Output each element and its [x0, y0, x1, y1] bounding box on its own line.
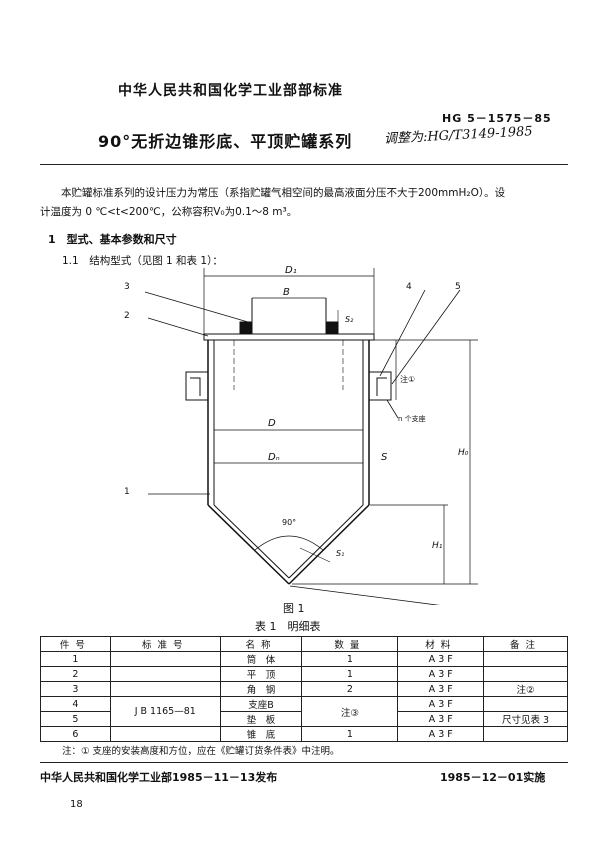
label-B: B [283, 287, 290, 298]
header-part-no: 件号 [40, 636, 111, 652]
header-material: 材料 [397, 636, 485, 652]
label-D: D [268, 418, 276, 429]
cell-part-no: 3 [40, 681, 111, 697]
parts-table: 件号 标准号 名称 数量 材料 备注 1 筒 体 1 A 3 F 2 平 顶 1… [40, 636, 568, 742]
header-standard-no: 标准号 [109, 636, 221, 652]
label-Dn: Dₙ [268, 452, 280, 463]
callout-1: 1 [124, 487, 130, 497]
table-caption: 表 1 明细表 [255, 620, 321, 633]
cell-part-no: 2 [40, 666, 111, 682]
callout-5: 5 [455, 282, 461, 292]
cell-quantity: 2 [301, 681, 399, 697]
cell-standard-no: J B 1165—81 [109, 696, 221, 727]
standard-code: HG 5－1575－85 [442, 112, 552, 125]
label-S1: S₁ [336, 549, 344, 558]
issuing-authority: 中华人民共和国化学工业部部标准 [118, 83, 343, 99]
cell-material: A 3 F [397, 666, 485, 682]
label-S: S [381, 452, 388, 463]
table-row: 5 垫 板 A 3 F 尺寸见表 3 [40, 711, 568, 727]
table-header-row: 件号 标准号 名称 数量 材料 备注 [40, 636, 568, 652]
issue-date: 中华人民共和国化学工业部1985－11－13发布 [40, 771, 278, 784]
figure-caption: 图 1 [283, 602, 305, 615]
table-row: 2 平 顶 1 A 3 F [40, 666, 568, 682]
callout-4: 4 [406, 282, 412, 292]
cell-remark [483, 666, 568, 682]
cell-quantity: 1 [301, 651, 399, 667]
cell-part-no: 1 [40, 651, 111, 667]
footer-divider [40, 762, 568, 763]
footnote: 注：① 支座的安装高度和方位，应在《贮罐订货条件表》中注明。 [62, 746, 340, 757]
label-S2: S₂ [345, 315, 354, 324]
cell-quantity: 注③ [301, 696, 399, 727]
document-title: 90°无折边锥形底、平顶贮罐系列 [98, 132, 353, 151]
label-n-supports: n 个支座 [398, 414, 426, 423]
cell-quantity: 1 [301, 726, 399, 742]
cell-material: A 3 F [397, 711, 485, 727]
cell-remark [483, 726, 568, 742]
cell-remark [483, 651, 568, 667]
header-quantity: 数量 [301, 636, 399, 652]
label-H1: H₁ [432, 541, 443, 551]
table-row: 3 角 钢 2 A 3 F 注② [40, 681, 568, 697]
header-divider [40, 164, 568, 165]
header-name: 名称 [219, 636, 303, 652]
cell-material: A 3 F [397, 681, 485, 697]
section-heading-1: 1 型式、基本参数和尺寸 [48, 233, 177, 246]
table-row: 4 J B 1165—81 支座B 注③ A 3 F [40, 696, 568, 727]
cell-name: 垫 板 [219, 711, 303, 727]
label-H0: H₀ [458, 448, 469, 458]
handwritten-note: 调整为:HG/T3149-1985 [383, 124, 534, 147]
callout-2: 2 [124, 311, 130, 321]
cell-standard-no [109, 651, 221, 667]
section-heading-1-1: 1.1 结构型式（见图 1 和表 1）： [62, 255, 223, 267]
cell-name: 支座B [219, 696, 303, 712]
cell-name: 筒 体 [219, 651, 303, 667]
cell-name: 锥 底 [219, 726, 303, 742]
cell-quantity: 1 [301, 666, 399, 682]
tank-drawing: D₁ B S₂ D Dₙ S S₁ 90° H₀ H₁ 注① n 个支座 3 2… [124, 265, 478, 605]
label-note1: 注① [400, 374, 415, 384]
cell-part-no: 4 [40, 696, 111, 712]
cell-standard-no [109, 726, 221, 742]
effective-date: 1985－12－01实施 [440, 771, 546, 784]
table-row: 6 锥 底 1 A 3 F [40, 726, 568, 742]
cell-standard-no [109, 681, 221, 697]
cell-name: 角 钢 [219, 681, 303, 697]
table-row: 1 筒 体 1 A 3 F [40, 651, 568, 667]
header-remark: 备注 [483, 636, 568, 652]
cell-material: A 3 F [397, 651, 485, 667]
cell-remark: 尺寸见表 3 [483, 711, 568, 727]
page-number: 18 [70, 799, 83, 810]
label-angle: 90° [282, 518, 296, 527]
intro-paragraph-line2: 计温度为 0 ℃<t<200℃，公称容积V₀为0.1～8 m³。 [40, 206, 298, 218]
cell-part-no: 6 [40, 726, 111, 742]
cell-remark [483, 696, 568, 712]
intro-paragraph-line1: 本贮罐标准系列的设计压力为常压（系指贮罐气相空间的最高液面分压不大于200mmH… [61, 187, 506, 199]
cell-remark: 注② [483, 681, 568, 697]
cell-part-no: 5 [40, 711, 111, 727]
cell-material: A 3 F [397, 696, 485, 712]
cell-standard-no [109, 666, 221, 682]
callout-3: 3 [124, 282, 130, 292]
label-D1: D₁ [285, 265, 297, 276]
cell-name: 平 顶 [219, 666, 303, 682]
cell-material: A 3 F [397, 726, 485, 742]
